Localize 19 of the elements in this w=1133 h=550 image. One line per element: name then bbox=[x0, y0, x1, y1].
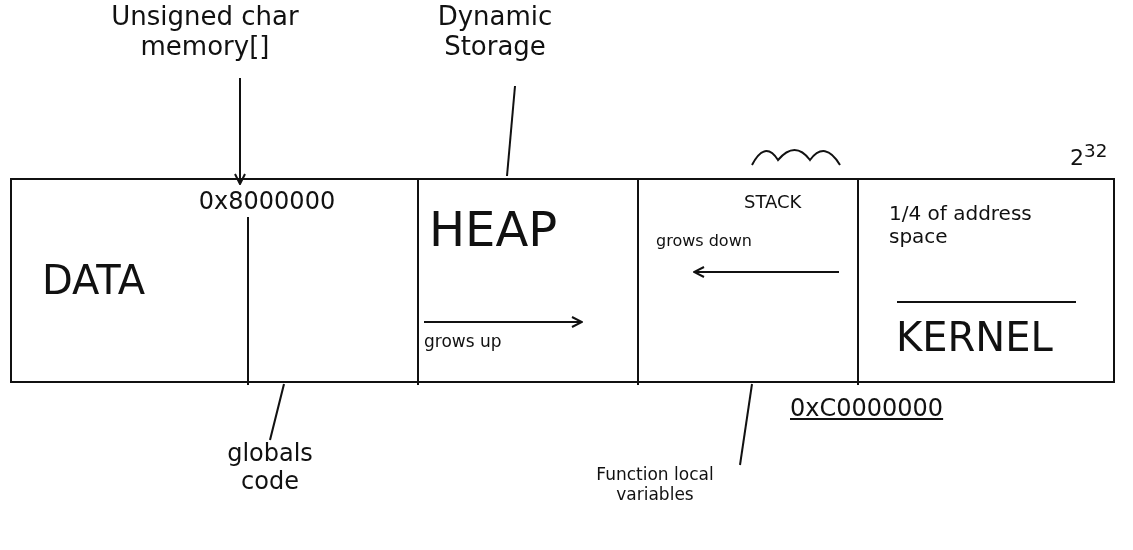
annotation-text: Function local variables bbox=[595, 465, 715, 505]
memory-bar bbox=[10, 178, 1115, 383]
address-label: 0xC0000000 bbox=[790, 395, 944, 423]
arrow-label: grows up bbox=[424, 332, 503, 352]
arrow bbox=[234, 77, 246, 185]
leader-line bbox=[739, 383, 753, 466]
leader-line bbox=[269, 383, 285, 441]
segment-label: HEAP bbox=[429, 202, 559, 258]
arrow-label: grows down bbox=[656, 232, 753, 251]
annotation-text: Unsigned char memory[] bbox=[110, 2, 300, 62]
segment-label: DATA bbox=[42, 257, 147, 303]
annotation-text: globals code bbox=[226, 440, 314, 496]
segment-label: KERNEL bbox=[896, 314, 1054, 360]
segment-label: STACK bbox=[744, 192, 803, 213]
annotation-text: Dynamic Storage bbox=[436, 2, 554, 62]
annotation-text: 1/4 of address space bbox=[889, 202, 1033, 248]
address-limit-label: 2$^{32}$ bbox=[1070, 140, 1108, 171]
leader-line bbox=[506, 85, 516, 177]
address-label: 0x8000000 bbox=[197, 188, 337, 216]
